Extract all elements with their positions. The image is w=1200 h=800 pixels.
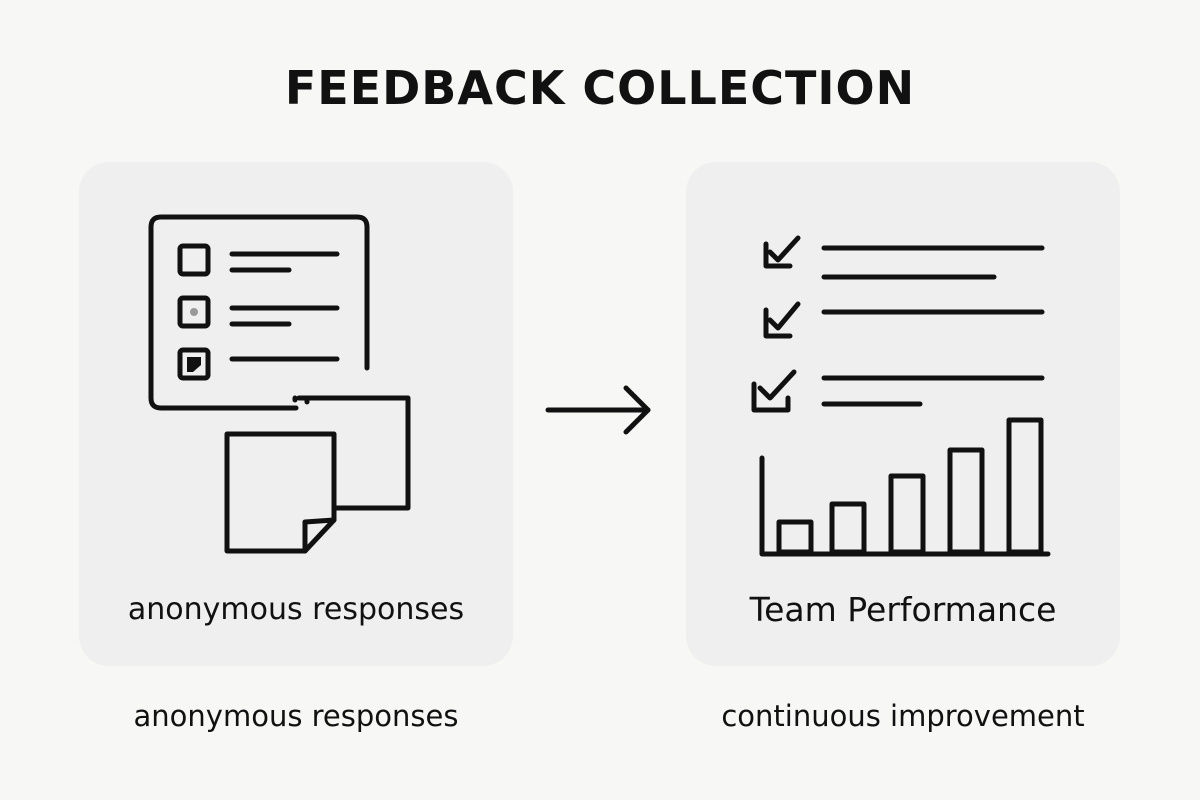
chart-icon-bar-1 [776, 519, 814, 555]
chart-icon-bar-3 [888, 473, 926, 555]
anonymous-responses-panel: anonymous responses [79, 162, 513, 666]
team-performance-panel: Team Performance [686, 162, 1120, 666]
caption-anonymous-responses: anonymous responses [133, 699, 459, 733]
chart-icon-bar-5 [1006, 417, 1044, 555]
page-title: FEEDBACK COLLECTION [284, 61, 916, 115]
panel-label-team-performance: Team Performance [749, 590, 1057, 629]
chart-icon-bar-4 [947, 447, 985, 555]
caption-continuous-improvement: continuous improvement [721, 699, 1085, 733]
survey-form-with-sticky-notes-icon [148, 214, 411, 554]
panel-label-anonymous-responses: anonymous responses [127, 592, 465, 627]
chart-icon-bar-2 [829, 501, 867, 555]
checklist-with-bar-chart-icon [751, 235, 1051, 557]
arrow-right-icon [545, 385, 651, 435]
